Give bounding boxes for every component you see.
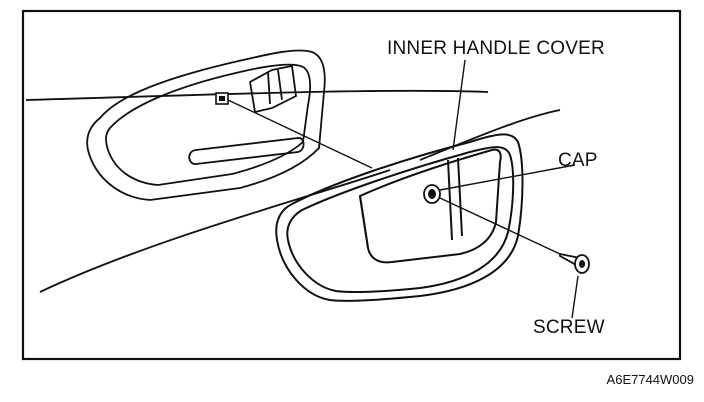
- cap: [423, 184, 441, 204]
- inner-handle-cover: [275, 133, 524, 302]
- figure-code: A6E7744W009: [606, 372, 694, 387]
- cap-label: CAP: [558, 150, 598, 171]
- diagram-frame: [21, 9, 682, 361]
- screw: [559, 252, 590, 274]
- screw-label: SCREW: [533, 317, 605, 338]
- installed-handle-bezel: [86, 49, 326, 201]
- leader-lines: [227, 59, 579, 319]
- door-trim-lines: [25, 89, 561, 293]
- installed-cap-square-inner: [219, 96, 225, 101]
- inner-handle-cover-label: INNER HANDLE COVER: [387, 38, 605, 59]
